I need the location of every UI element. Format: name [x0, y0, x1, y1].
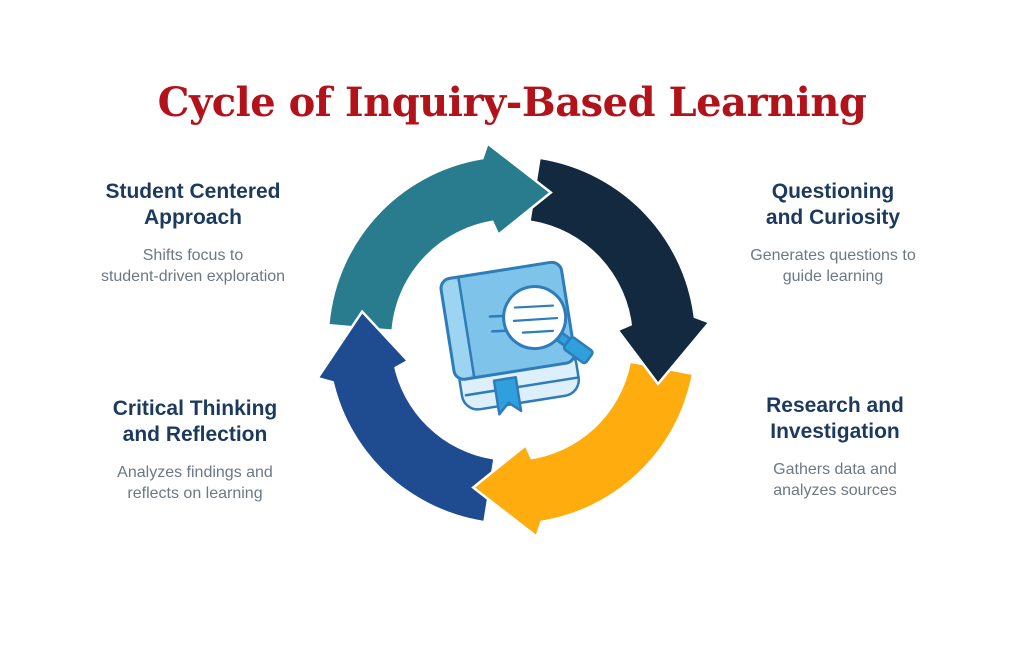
step-description: Generates questions to guide learning — [698, 245, 968, 287]
step-description-line: guide learning — [782, 268, 884, 285]
arrowhead-right — [619, 317, 708, 382]
step-description: Shifts focus to student-driven explorati… — [58, 245, 328, 287]
step-description-line: Analyzes findings and — [117, 464, 273, 481]
step-student-centered: Student Centered Approach Shifts focus t… — [58, 179, 328, 287]
step-description-line: analyzes sources — [773, 482, 897, 499]
book-pages-divider — [464, 376, 580, 397]
step-critical-thinking: Critical Thinking and Reflection Analyze… — [60, 396, 330, 504]
magnifier-icon — [502, 285, 594, 365]
step-heading-line: Critical Thinking — [112, 397, 278, 420]
book-cover-outline — [439, 260, 577, 381]
arrowhead-top — [483, 145, 549, 233]
step-description-line: Gathers data and — [773, 461, 897, 478]
step-heading: Critical Thinking and Reflection — [60, 396, 330, 448]
arc-body-top-left — [329, 158, 498, 330]
book-magnifier-icon — [439, 260, 594, 416]
magnifier-lens — [502, 285, 568, 351]
page-title: Cycle of Inquiry-Based Learning — [157, 78, 867, 126]
step-heading-line: Research and — [766, 394, 904, 417]
arc-body-bottom-left — [332, 363, 494, 521]
arrowhead-bottom — [475, 447, 541, 535]
step-questioning: Questioning and Curiosity Generates ques… — [698, 179, 968, 287]
step-heading-line: and Reflection — [122, 423, 268, 446]
arc-body-top-right — [530, 159, 695, 330]
step-heading: Questioning and Curiosity — [698, 179, 968, 231]
step-description-line: student-driven exploration — [100, 268, 286, 285]
step-description-line: Shifts focus to — [142, 247, 244, 264]
step-description-line: Generates questions to — [750, 247, 916, 264]
step-heading-line: Questioning — [771, 180, 895, 203]
step-description-line: reflects on learning — [127, 485, 263, 502]
book-spine — [440, 278, 474, 380]
step-description: Gathers data and analyzes sources — [700, 459, 970, 501]
step-heading-line: Student Centered — [105, 180, 281, 203]
magnifier-text-lines — [512, 304, 559, 334]
step-heading-line: and Curiosity — [765, 206, 901, 229]
cycle-arc-ring — [317, 143, 710, 537]
arrowhead-left — [319, 313, 406, 382]
step-heading: Research and Investigation — [700, 393, 970, 445]
magnifier-handle-grip — [562, 336, 594, 365]
bookmark-ribbon-icon — [492, 376, 523, 416]
book-spine-line — [457, 275, 476, 379]
step-heading-line: Investigation — [770, 420, 900, 443]
step-heading: Student Centered Approach — [58, 179, 328, 231]
step-description: Analyzes findings and reflects on learni… — [60, 462, 330, 504]
step-heading-line: Approach — [143, 206, 242, 229]
arc-body-bottom-right — [526, 363, 692, 522]
step-research: Research and Investigation Gathers data … — [700, 393, 970, 501]
